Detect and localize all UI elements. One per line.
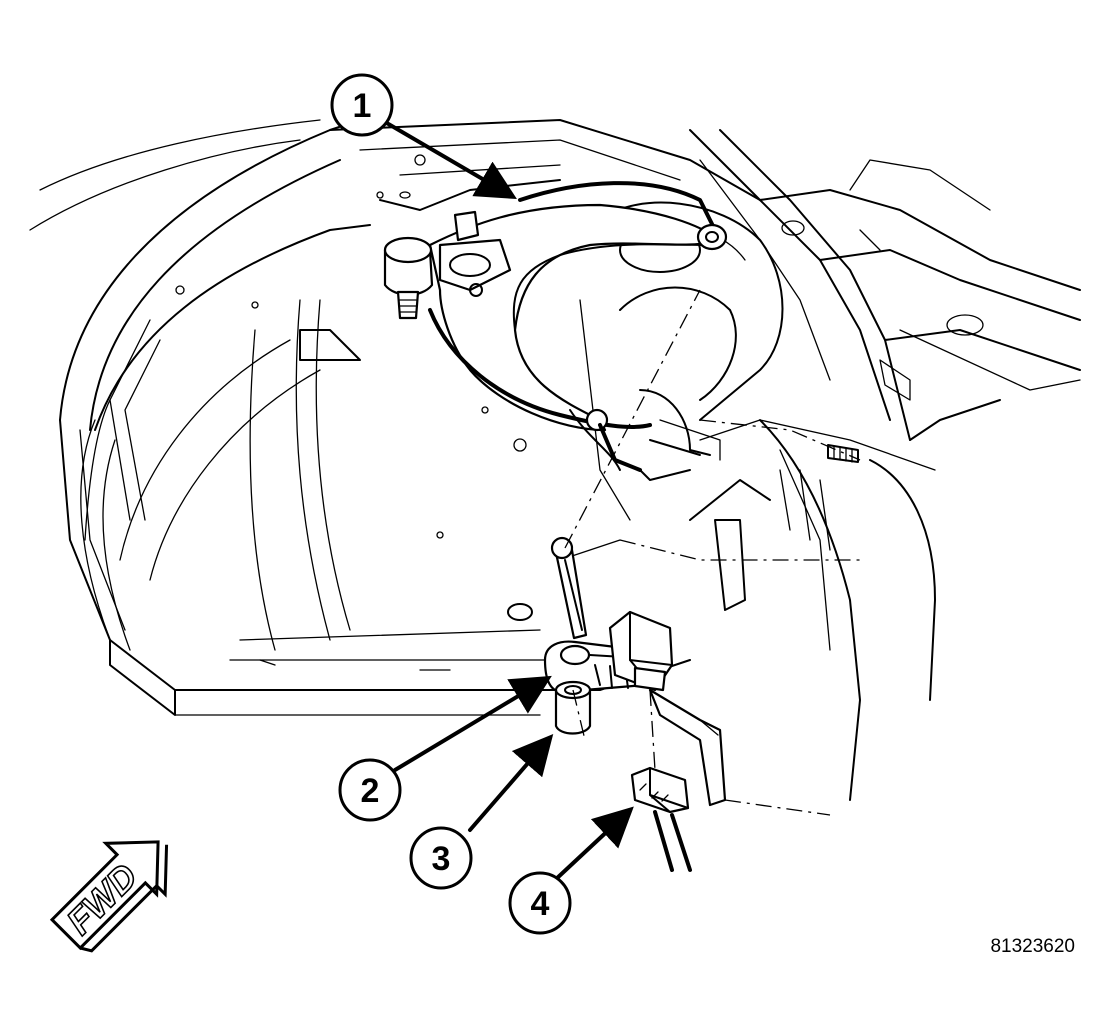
leader-arrow-3 [468, 733, 554, 832]
callout-4: 4 [508, 871, 572, 935]
figure-code: 81323620 [990, 936, 1075, 957]
fwd-arrow: FWD [49, 840, 169, 953]
wire-connector [630, 766, 692, 872]
callout-2: 2 [338, 758, 402, 822]
alignment-lines [564, 289, 861, 816]
callout-1: 1 [330, 73, 394, 137]
upper-control-arm [383, 181, 728, 481]
leader-arrow-2 [393, 675, 552, 772]
callout-2-label: 2 [361, 772, 380, 810]
grommet [554, 680, 592, 735]
leader-arrow-1 [383, 120, 517, 200]
height-sensor [543, 536, 727, 807]
leader-arrow-4 [553, 806, 634, 882]
callout-1-label: 1 [353, 87, 372, 125]
leader-lines [383, 120, 634, 882]
callout-3: 3 [409, 826, 473, 890]
callout-4-label: 4 [531, 885, 550, 923]
callout-3-label: 3 [432, 840, 451, 878]
